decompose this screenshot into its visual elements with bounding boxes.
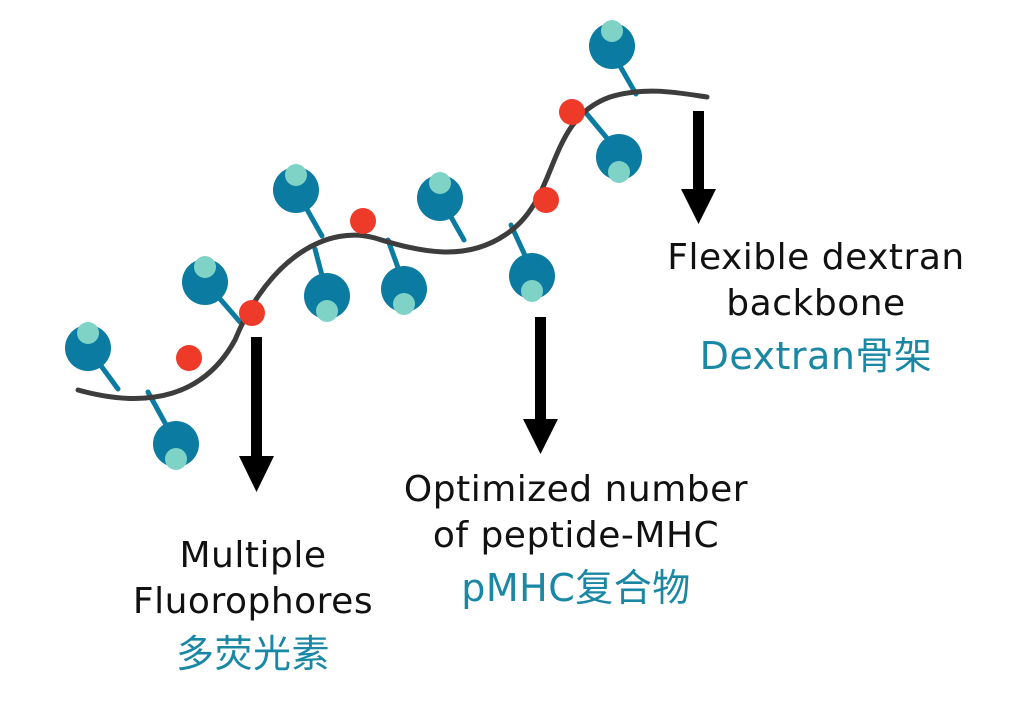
label-pmhc-line2: of peptide-MHC (432, 515, 720, 556)
label-backbone: Flexible dextran backbone Dextran骨架 (640, 235, 992, 381)
pmhc-molecule (65, 322, 111, 371)
arrow-pmhc (523, 317, 558, 454)
pmhc-molecule (596, 134, 642, 183)
label-fluorophores-chinese: 多荧光素 (175, 632, 330, 676)
label-pmhc-line1: Optimized number (403, 469, 749, 510)
label-fluorophores-line1: Multiple (179, 535, 327, 576)
arrow-backbone (681, 111, 716, 224)
label-backbone-line1: Flexible dextran (667, 237, 965, 278)
pmhc-stems (85, 49, 639, 435)
pmhc-molecule (153, 421, 199, 470)
pmhc-molecule (381, 266, 427, 315)
arrow-fluorophores (239, 337, 274, 492)
label-fluorophores-line2: Fluorophores (132, 581, 374, 622)
pmhc-molecule (273, 164, 319, 213)
label-pmhc-chinese: pMHC复合物 (461, 566, 691, 610)
pmhc-molecule (304, 273, 350, 322)
fluorophore-dot (350, 208, 376, 234)
label-pmhc: Optimized number of peptide-MHC pMHC复合物 (370, 467, 782, 613)
pmhc-molecule (509, 253, 555, 302)
fluorophore-dot (176, 345, 202, 371)
label-backbone-chinese: Dextran骨架 (699, 334, 933, 378)
pmhc-molecule (182, 256, 228, 305)
dextran-backbone (75, 88, 710, 401)
label-backbone-line2: backbone (726, 283, 906, 324)
fluorophore-dot (239, 300, 265, 326)
pointer-arrows (239, 111, 716, 492)
fluorophores (176, 99, 585, 371)
fluorophore-dot (559, 99, 585, 125)
pmhc-molecule (417, 172, 463, 221)
fluorophore-dot (533, 187, 559, 213)
label-fluorophores: Multiple Fluorophores 多荧光素 (103, 533, 403, 679)
pmhc-molecule (589, 20, 635, 69)
